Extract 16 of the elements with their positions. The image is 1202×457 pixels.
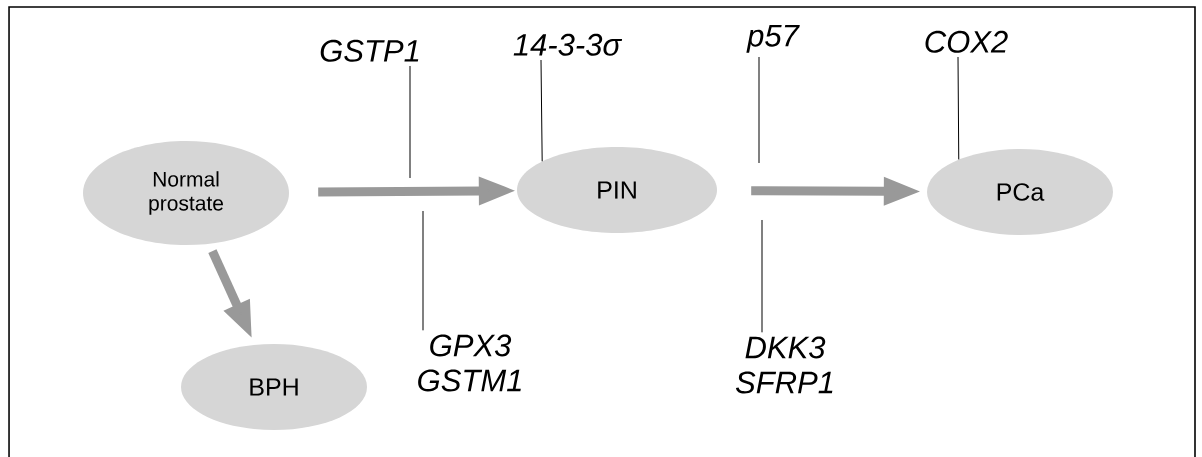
ellipse-node: PIN — [517, 147, 717, 233]
leader-line — [540, 59, 543, 162]
gene-label: COX2 — [925, 30, 1008, 53]
gene-label: GPX3 GSTM1 — [418, 334, 521, 392]
leader-line — [758, 56, 760, 164]
ellipse-node: PCa — [927, 149, 1113, 235]
gene-label: GSTP1 — [320, 39, 419, 62]
ellipse-node: Normal prostate — [83, 141, 289, 245]
leader-line — [422, 210, 424, 331]
gene-label: 14-3-3σ — [513, 33, 623, 56]
ellipse-node: BPH — [181, 344, 367, 430]
leader-line — [957, 56, 960, 160]
gene-label: DKK3 SFRP1 — [735, 336, 833, 394]
gene-label: p57 — [746, 25, 800, 53]
leader-line — [761, 219, 763, 333]
leader-line — [409, 65, 411, 179]
